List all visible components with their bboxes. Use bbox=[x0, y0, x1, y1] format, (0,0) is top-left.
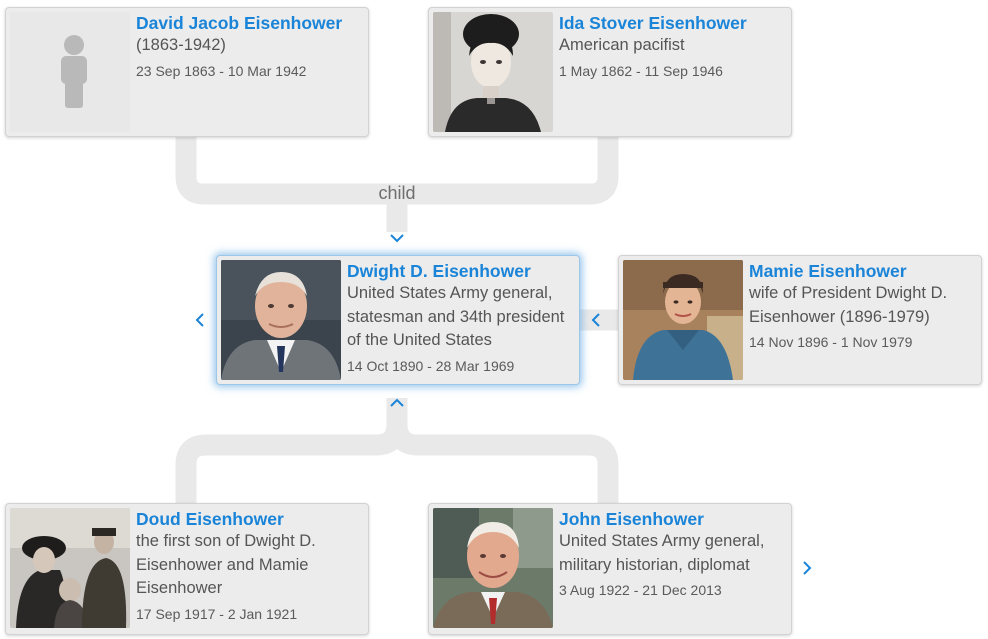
person-photo bbox=[433, 508, 553, 628]
person-photo bbox=[433, 12, 553, 132]
person-placeholder-icon bbox=[10, 12, 130, 132]
person-description: United States Army general, statesman an… bbox=[347, 284, 565, 349]
person-card-david-jacob-eisenhower[interactable]: David Jacob Eisenhower (1863-1942) 23 Se… bbox=[5, 7, 369, 137]
person-photo bbox=[623, 260, 743, 380]
person-dates: 1 May 1862 - 11 Sep 1946 bbox=[559, 62, 723, 79]
person-card-doud-eisenhower[interactable]: Doud Eisenhower the first son of Dwight … bbox=[5, 503, 369, 635]
person-card-dwight-d-eisenhower[interactable]: Dwight D. Eisenhower United States Army … bbox=[216, 255, 580, 385]
person-photo bbox=[221, 260, 341, 380]
person-description: American pacifist bbox=[559, 36, 685, 54]
person-name-link[interactable]: Dwight D. Eisenhower bbox=[347, 261, 531, 281]
person-dates: 23 Sep 1863 - 10 Mar 1942 bbox=[136, 62, 307, 79]
person-dates: 3 Aug 1922 - 21 Dec 2013 bbox=[559, 582, 722, 598]
person-name-link[interactable]: Ida Stover Eisenhower bbox=[559, 13, 747, 33]
person-photo bbox=[10, 508, 130, 628]
person-name-link[interactable]: Doud Eisenhower bbox=[136, 509, 284, 529]
person-name-link[interactable]: Mamie Eisenhower bbox=[749, 261, 907, 281]
person-dates: 14 Oct 1890 - 28 Mar 1969 bbox=[347, 357, 515, 374]
person-description: the first son of Dwight D. Eisenhower an… bbox=[136, 532, 316, 597]
person-description: (1863-1942) bbox=[136, 36, 226, 54]
person-dates: 14 Nov 1896 - 1 Nov 1979 bbox=[749, 334, 913, 350]
spouse-chevron-left-icon[interactable] bbox=[587, 311, 605, 329]
person-card-ida-stover-eisenhower[interactable]: Ida Stover Eisenhower American pacifist … bbox=[428, 7, 792, 137]
person-description: United States Army general, military his… bbox=[559, 532, 765, 574]
person-name-link[interactable]: David Jacob Eisenhower bbox=[136, 13, 343, 33]
person-name-link[interactable]: John Eisenhower bbox=[559, 509, 704, 529]
chevron-right-icon[interactable] bbox=[798, 559, 816, 577]
child-relation-label: child bbox=[378, 183, 416, 203]
person-description: wife of President Dwight D. Eisenhower (… bbox=[749, 284, 948, 326]
person-card-john-eisenhower[interactable]: John Eisenhower United States Army gener… bbox=[428, 503, 792, 635]
chevron-left-icon[interactable] bbox=[191, 311, 209, 329]
person-dates: 17 Sep 1917 - 2 Jan 1921 bbox=[136, 605, 298, 622]
person-card-mamie-eisenhower[interactable]: Mamie Eisenhower wife of President Dwigh… bbox=[618, 255, 982, 385]
chevron-down-icon[interactable] bbox=[388, 229, 406, 247]
chevron-up-icon[interactable] bbox=[388, 394, 406, 412]
